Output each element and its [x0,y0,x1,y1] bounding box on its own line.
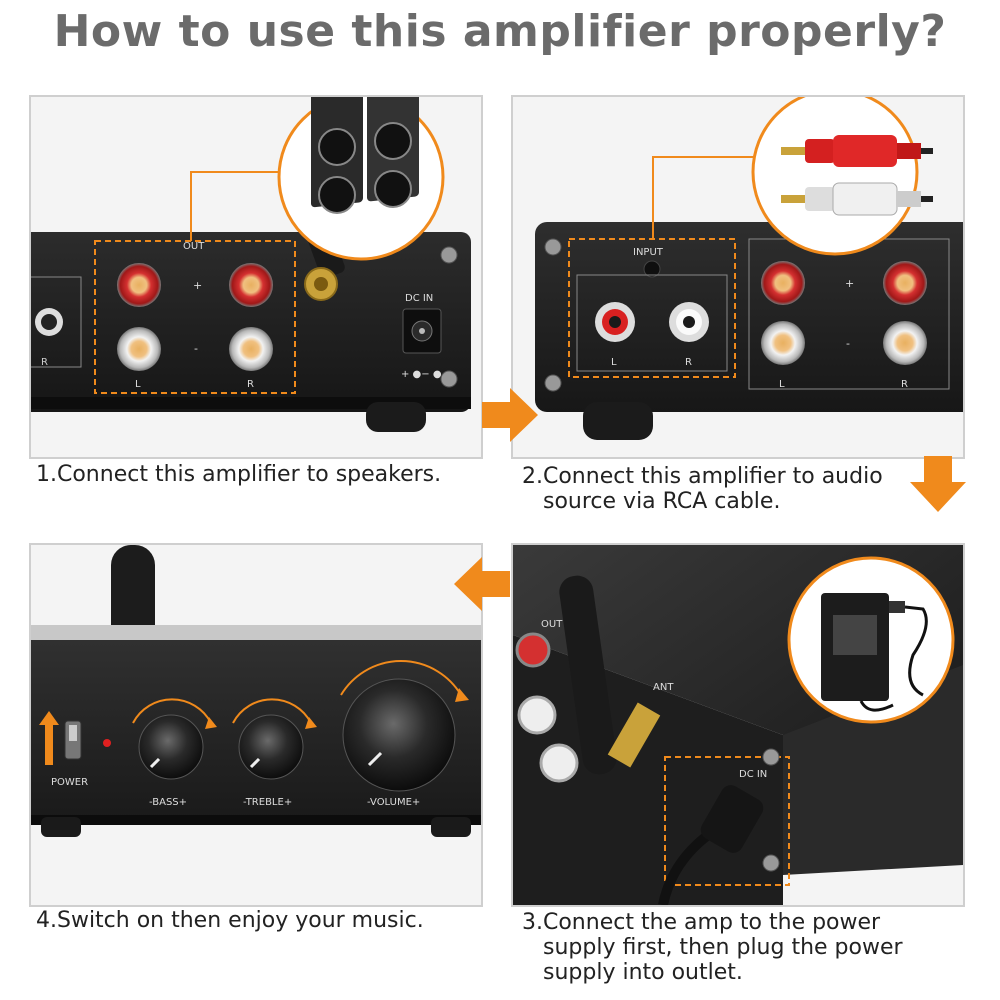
bass-label: -BASS+ [149,797,187,808]
power-adapter-icon [821,593,928,712]
power-label: POWER [51,777,88,788]
up-arrow-icon [39,711,59,765]
input-right-label: R [685,357,692,368]
output-minus-label: - [846,337,850,350]
caption-line: source via RCA cable. [543,489,781,514]
left-label: L [135,379,141,390]
rca-cable-icon [781,135,933,216]
output-left-label: L [779,379,785,390]
treble-label: -TREBLE+ [243,797,292,808]
out-label-3: OUT [541,619,563,630]
speakers-icon [311,97,419,214]
right-label: R [247,379,254,390]
right-edge-label: R [41,357,48,368]
caption-line: 4.Switch on then enjoy your music. [36,908,424,933]
step-4-image: POWER -BASS+ -TREBLE+ -VOLUME+ [29,543,483,907]
ant-label: ANT [653,682,674,693]
dc-in-label: DC IN [405,293,433,304]
step-2-image: INPUT L R + - L R [511,95,965,459]
input-left-label: L [611,357,617,368]
minus-label: - [194,342,198,355]
caption-line: 2.Connect this amplifier to audio [522,464,883,489]
out-label: OUT [183,241,205,252]
page-title: How to use this amplifier properly? [53,6,947,57]
caption-line: 3.Connect the amp to the power [522,910,881,935]
input-label: INPUT [633,247,664,258]
caption-line: 1.Connect this amplifier to speakers. [36,462,442,487]
dc-in-label-3: DC IN [739,769,767,780]
down-arrow-icon [910,456,966,512]
volume-label: -VOLUME+ [367,797,420,808]
caption-line: supply first, then plug the power [543,935,903,960]
step-4-caption: 4.Switch on then enjoy your music. [36,908,424,933]
svg-text:+ ●− ●: + ●− ● [401,369,442,380]
step-1-image: R OUT + - L R DC IN + ●− ● [29,95,483,459]
step-3-caption: 3.Connect the amp to the power supply fi… [522,910,903,985]
step-2-caption: 2.Connect this amplifier to audio source… [522,464,883,514]
step-1-caption: 1.Connect this amplifier to speakers. [36,462,441,487]
caption-line: supply into outlet. [543,960,743,985]
right-arrow-icon [482,388,538,442]
output-plus-label: + [845,277,854,290]
step-3-image: OUT ANT DC IN [511,543,965,907]
plus-label: + [193,279,202,292]
output-right-label: R [901,379,908,390]
left-arrow-icon [454,557,510,611]
